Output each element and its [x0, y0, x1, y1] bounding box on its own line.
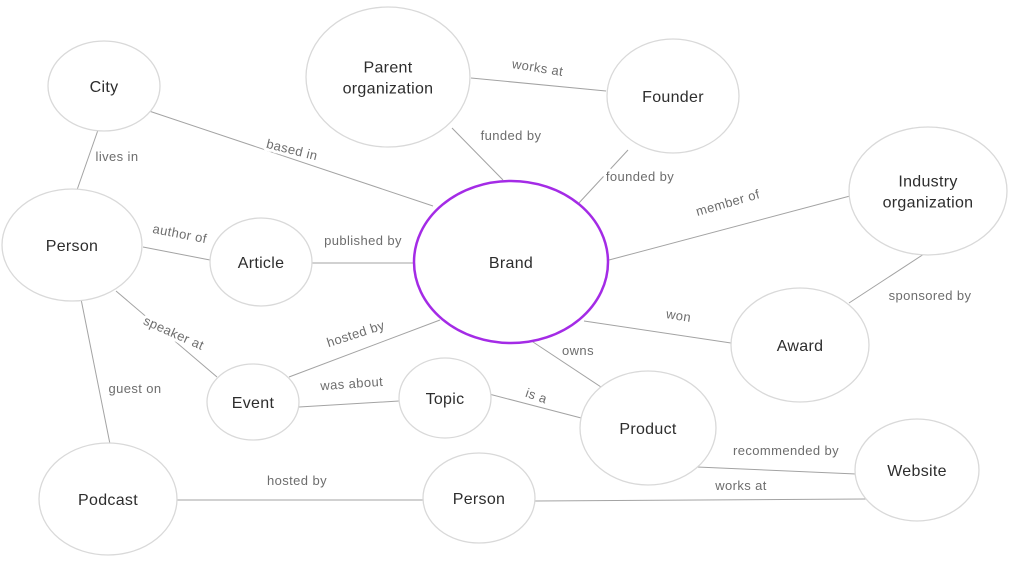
- node-label-city: City: [90, 79, 119, 96]
- node-shape-product[interactable]: [579, 370, 717, 486]
- edge-works-at: [470, 77, 607, 92]
- edge-label-hosted-by-2: hosted by: [267, 473, 327, 488]
- edge-label-funded-by: funded by: [481, 128, 542, 143]
- edge-label-owns: owns: [562, 343, 594, 358]
- edge-label-works-at-2: works at: [714, 478, 767, 493]
- node-website[interactable]: Website: [854, 418, 980, 522]
- node-label-award: Award: [777, 338, 824, 355]
- node-topic[interactable]: Topic: [398, 357, 492, 439]
- edge-label-was-about: was about: [319, 374, 384, 393]
- node-label-founder: Founder: [642, 89, 704, 106]
- node-shape-article[interactable]: [209, 217, 313, 307]
- node-shape-parent-organization[interactable]: [305, 6, 471, 148]
- edge-label-sponsored-by: sponsored by: [889, 288, 972, 303]
- edge-label-won: won: [664, 306, 692, 325]
- edge-label-founded-by: founded by: [606, 169, 674, 184]
- edge-hosted-by: [288, 319, 441, 378]
- node-shape-topic[interactable]: [398, 357, 492, 439]
- node-shape-founder[interactable]: [606, 38, 740, 154]
- node-shape-event[interactable]: [206, 363, 300, 441]
- edge-based-in: [148, 110, 434, 207]
- edge-label-guest-on: guest on: [108, 381, 161, 396]
- node-shape-award[interactable]: [730, 287, 870, 403]
- node-shape-industry-organization[interactable]: [848, 126, 1008, 256]
- edge-owns: [529, 339, 602, 388]
- edges-layer: [76, 77, 925, 502]
- node-shape-website[interactable]: [854, 418, 980, 522]
- edge-won: [583, 320, 732, 344]
- edge-label-works-at: works at: [510, 56, 564, 79]
- edge-label-recommended-by: recommended by: [733, 443, 839, 458]
- edge-founded-by: [577, 149, 629, 205]
- node-award[interactable]: Award: [730, 287, 870, 403]
- node-label-podcast: Podcast: [78, 492, 138, 509]
- node-brand[interactable]: Brand: [412, 179, 610, 345]
- node-label-person: Person: [46, 238, 99, 255]
- node-shape-podcast[interactable]: [38, 442, 178, 556]
- node-city[interactable]: City: [47, 40, 161, 132]
- node-product[interactable]: Product: [579, 370, 717, 486]
- node-label-person-2: Person: [453, 491, 506, 508]
- edge-label-hosted-by: hosted by: [325, 317, 387, 350]
- node-person-2[interactable]: Person: [422, 452, 536, 544]
- node-label-website: Website: [887, 463, 947, 480]
- edge-sponsored-by: [848, 253, 925, 304]
- edge-member-of: [608, 195, 851, 261]
- node-shape-brand[interactable]: [412, 179, 610, 345]
- edge-author-of: [142, 246, 211, 261]
- node-label-product: Product: [619, 421, 676, 438]
- node-shape-person-2[interactable]: [422, 452, 536, 544]
- edge-label-author-of: author of: [151, 221, 208, 246]
- node-person[interactable]: Person: [1, 188, 143, 302]
- edge-lives-in: [76, 129, 99, 191]
- node-label-article: Article: [238, 255, 285, 272]
- edge-label-published-by: published by: [324, 233, 402, 248]
- edge-label-member-of: member of: [694, 186, 761, 219]
- edge-speaker-at: [115, 290, 218, 378]
- edge-guest-on: [80, 298, 111, 445]
- edge-label-is-a: is a: [524, 385, 550, 406]
- edge-label-lives-in: lives in: [96, 149, 139, 164]
- node-label-event: Event: [232, 395, 275, 412]
- node-shape-city[interactable]: [47, 40, 161, 132]
- edge-was-about: [298, 400, 400, 408]
- edge-works-at-2: [534, 498, 867, 502]
- edge-label-speaker-at: speaker at: [141, 313, 206, 353]
- edge-recommended-by: [696, 466, 857, 475]
- node-event[interactable]: Event: [206, 363, 300, 441]
- node-podcast[interactable]: Podcast: [38, 442, 178, 556]
- node-shape-person[interactable]: [1, 188, 143, 302]
- node-article[interactable]: Article: [209, 217, 313, 307]
- node-founder[interactable]: Founder: [606, 38, 740, 154]
- edge-funded-by: [451, 127, 504, 181]
- edge-is-a: [488, 393, 586, 420]
- node-label-brand: Brand: [489, 255, 533, 272]
- node-label-topic: Topic: [426, 391, 465, 408]
